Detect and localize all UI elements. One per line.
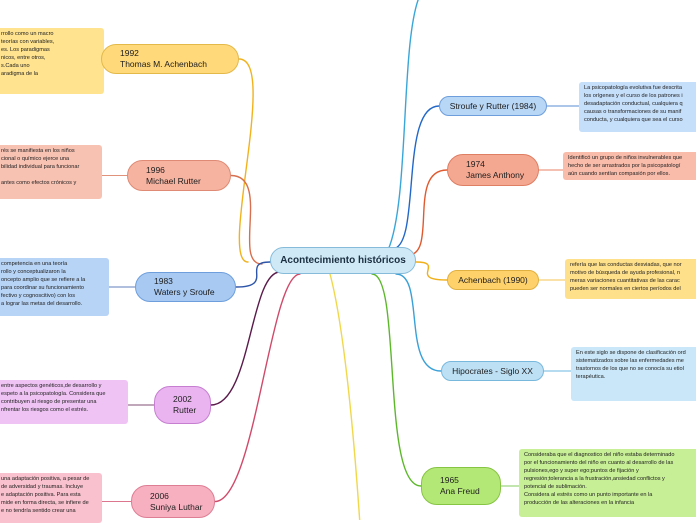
topic-year: 1965 — [440, 475, 459, 486]
topic-name: Michael Rutter — [146, 175, 201, 186]
note-waters-sroufe-1983: competencia en una teoría rollo y concep… — [0, 258, 109, 316]
branch-line-anna-freud-1965 — [371, 273, 422, 487]
central-topic-label: Acontecimiento históricos — [280, 255, 406, 266]
topic-name: Suniya Luthar — [150, 501, 203, 512]
branch-line-rutter-2002 — [210, 271, 281, 406]
topic-year: 1983 — [154, 276, 173, 287]
topic-year: 2002 — [173, 394, 192, 405]
topic-year: 1974 — [466, 159, 485, 170]
topic-achenbach-1990[interactable]: Achenbach (1990) — [447, 270, 539, 290]
topic-label: Stroufe y Rutter (1984) — [449, 100, 537, 111]
topic-year: 2006 — [150, 490, 169, 501]
topic-sroufe-rutter-1984[interactable]: Stroufe y Rutter (1984) — [439, 96, 547, 116]
note-achenbach-1990: refería que las conductas desviadas, que… — [565, 259, 696, 299]
branch-line-sroufe-rutter-1984 — [391, 105, 440, 250]
branch-line-offscreen-bottom — [329, 273, 361, 520]
topic-name: Rutter — [173, 405, 197, 415]
topic-label: Achenbach (1990) — [458, 274, 528, 285]
branch-line-achenbach-1992 — [238, 58, 254, 263]
note-achenbach-1992: rrollo como un macro teorías con variabl… — [0, 28, 104, 94]
branch-line-james-anthony-1974 — [407, 169, 448, 256]
branch-line-rutter-1996 — [230, 174, 263, 265]
note-anna-freud-1965: Consideraba que el diagnostico del niño … — [519, 449, 696, 517]
note-rutter-1996: rés se manifiesta en los niños cional o … — [0, 145, 102, 199]
central-topic[interactable]: Acontecimiento históricos — [270, 247, 416, 274]
branch-line-luthar-2006 — [214, 273, 301, 503]
topic-name: Ana Freud — [440, 486, 480, 496]
topic-year: 1992 — [120, 48, 139, 59]
topic-name: Thomas M. Achenbach — [120, 59, 207, 69]
topic-label: Hipocrates - Siglo XX — [452, 365, 533, 376]
topic-name: James Anthony — [466, 170, 525, 180]
note-rutter-2002: entre aspectos genéticos,de desarrollo y… — [0, 380, 128, 424]
topic-name: Waters y Sroufe — [154, 287, 215, 297]
branch-line-achenbach-1990 — [415, 261, 448, 281]
note-luthar-2006: una adaptación positiva, a pesar de de a… — [0, 473, 102, 523]
note-james-anthony-1974: Identificó un grupo de niños invulnerabl… — [563, 152, 696, 180]
note-sroufe-rutter-1984: La psicopatología evolutiva fue descrita… — [579, 82, 696, 132]
branch-line-waters-sroufe-1983 — [235, 261, 271, 288]
branch-line-hipocrates — [395, 273, 442, 372]
note-hipocrates: En este siglo se dispone de clasificació… — [571, 347, 696, 401]
topic-year: 1996 — [146, 164, 165, 175]
topic-hipocrates[interactable]: Hipocrates - Siglo XX — [441, 361, 544, 381]
branch-line-offscreen-top — [387, 0, 419, 251]
